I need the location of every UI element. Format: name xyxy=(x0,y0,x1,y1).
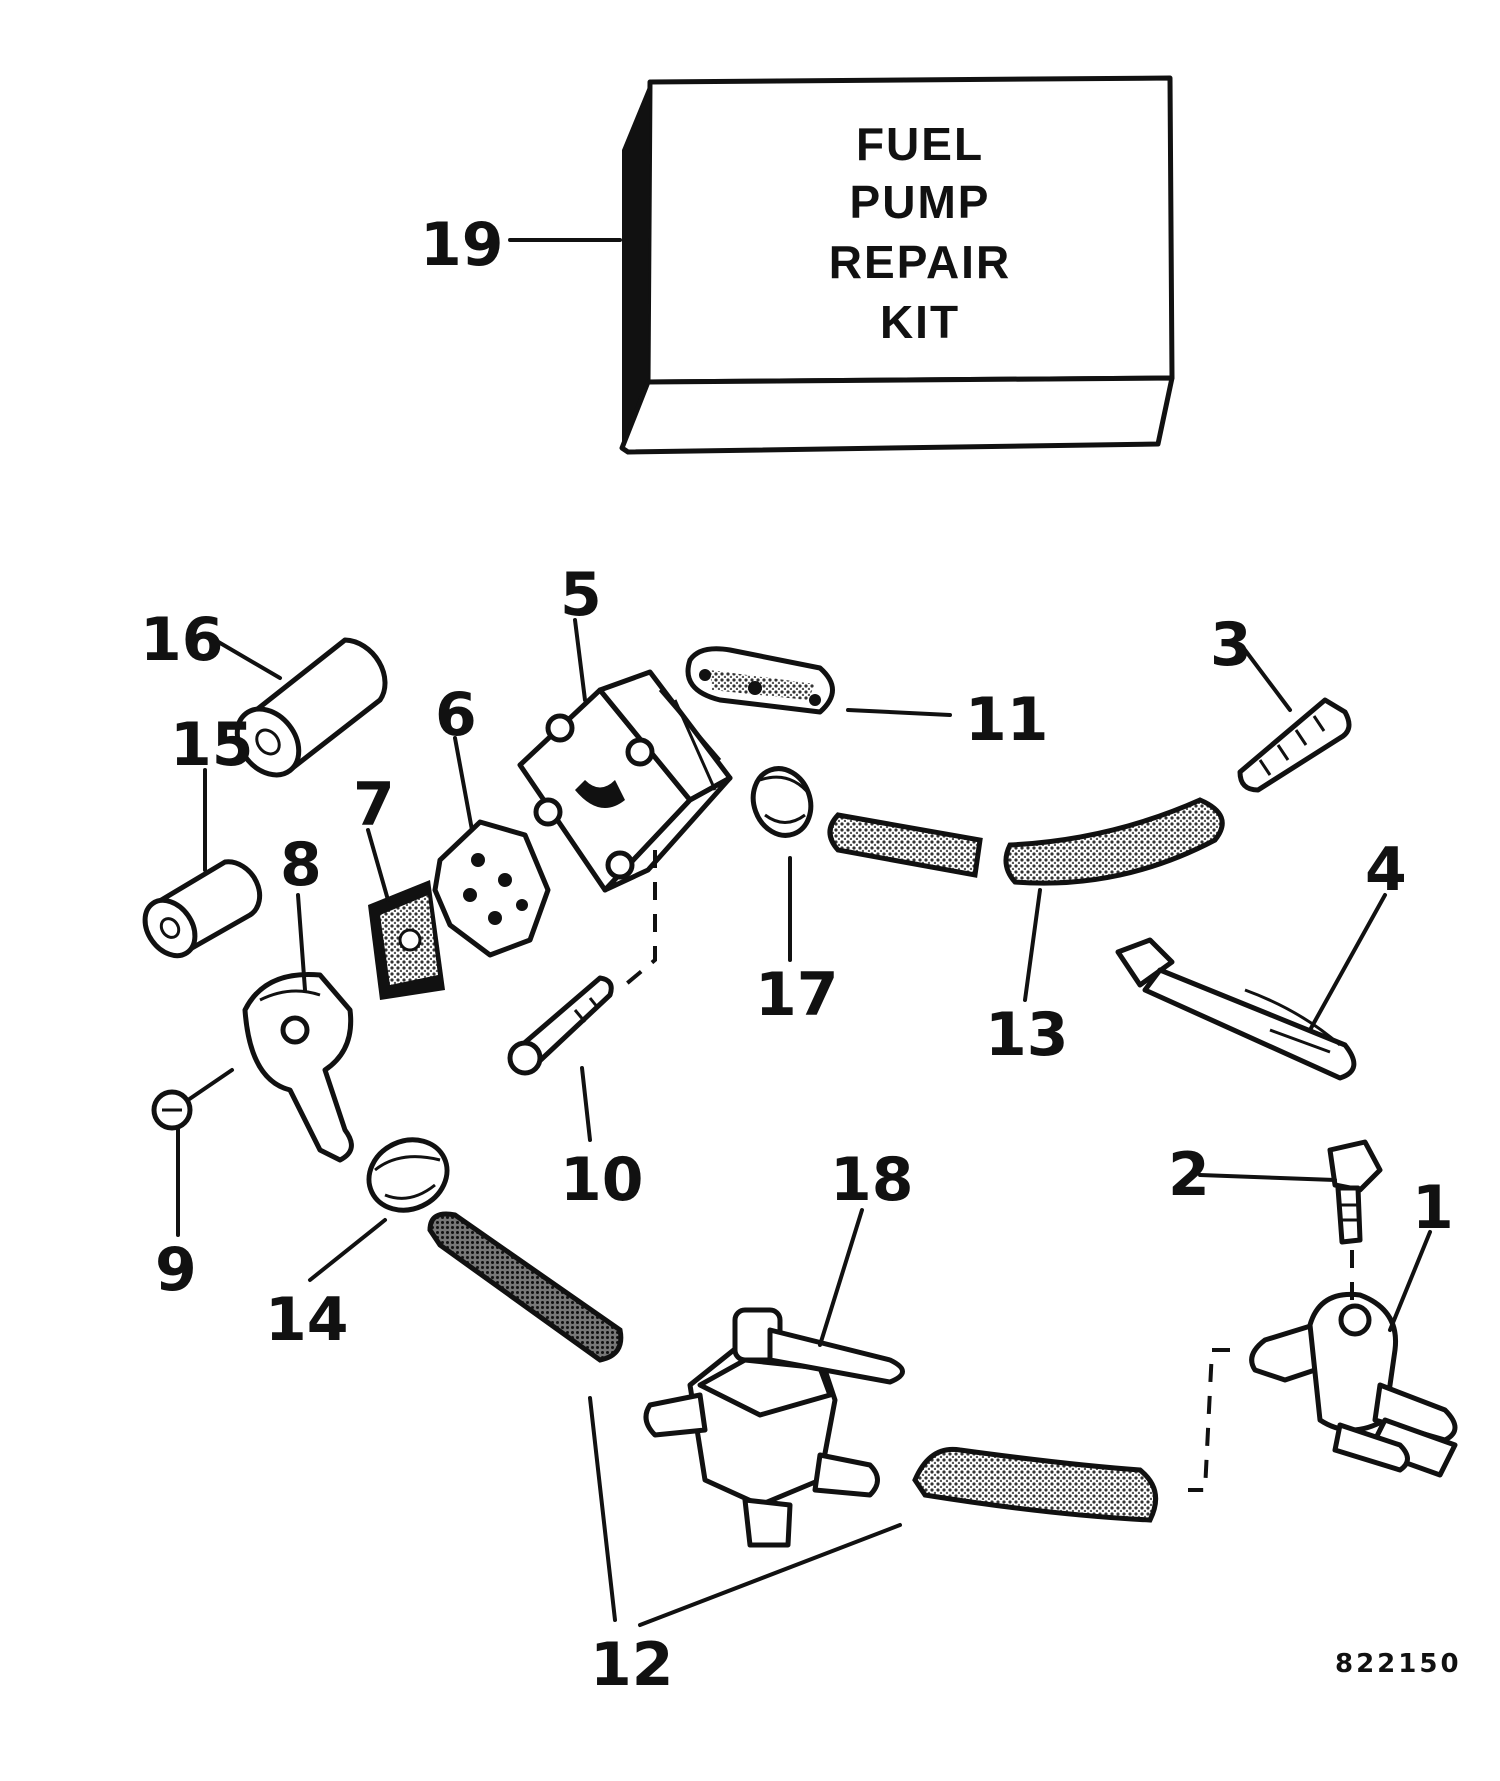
part-4-strap xyxy=(1115,937,1357,1081)
part-10-bolt xyxy=(507,975,614,1076)
label-16: 16 xyxy=(140,605,224,675)
part-6-diaphragm xyxy=(432,819,551,958)
label-18: 18 xyxy=(830,1145,914,1215)
repair-kit-box: FUEL PUMP REPAIR KIT xyxy=(619,75,1175,455)
label-17: 17 xyxy=(755,960,839,1030)
part-1-connector xyxy=(1249,1291,1458,1478)
part-8-separator xyxy=(242,971,354,1163)
kit-line-4: KIT xyxy=(880,296,960,348)
part-15-bushing xyxy=(142,859,263,959)
label-14: 14 xyxy=(265,1285,349,1355)
part-7-gasket xyxy=(368,880,445,1000)
label-1: 1 xyxy=(1412,1173,1454,1243)
part-9-screw xyxy=(151,1068,234,1131)
kit-line-1: FUEL xyxy=(856,118,984,170)
label-9: 9 xyxy=(155,1235,197,1305)
label-12: 12 xyxy=(590,1630,674,1700)
part-17-clamp xyxy=(750,766,814,838)
part-14-clamp xyxy=(366,1137,450,1213)
label-13: 13 xyxy=(985,1000,1069,1070)
part-11-gasket xyxy=(685,646,835,715)
label-5: 5 xyxy=(560,560,602,630)
part-16-filter xyxy=(234,637,388,778)
label-15: 15 xyxy=(170,710,254,780)
label-6: 6 xyxy=(435,680,477,750)
label-7: 7 xyxy=(353,770,395,840)
label-10: 10 xyxy=(560,1145,644,1215)
alignment-lines xyxy=(623,850,1354,1492)
leader-lines xyxy=(176,238,1432,1627)
label-19: 19 xyxy=(420,210,504,280)
part-12-hoses xyxy=(427,1211,1159,1523)
figure-code: 822150 xyxy=(1335,1649,1462,1679)
label-11: 11 xyxy=(965,685,1049,755)
part-2-screw xyxy=(1327,1139,1383,1245)
part-5-pump-body xyxy=(517,669,733,893)
part-13-hoses xyxy=(827,797,1225,886)
label-8: 8 xyxy=(280,830,322,900)
kit-line-3: REPAIR xyxy=(829,236,1011,288)
part-3-fitting xyxy=(1237,697,1352,793)
label-2: 2 xyxy=(1168,1140,1210,1210)
kit-line-2: PUMP xyxy=(850,176,991,228)
part-18-valve xyxy=(643,1307,905,1548)
callout-labels: 19 16 15 8 7 6 5 11 3 4 17 13 10 18 2 1 … xyxy=(140,210,1462,1700)
label-3: 3 xyxy=(1210,610,1252,680)
label-4: 4 xyxy=(1365,835,1407,905)
